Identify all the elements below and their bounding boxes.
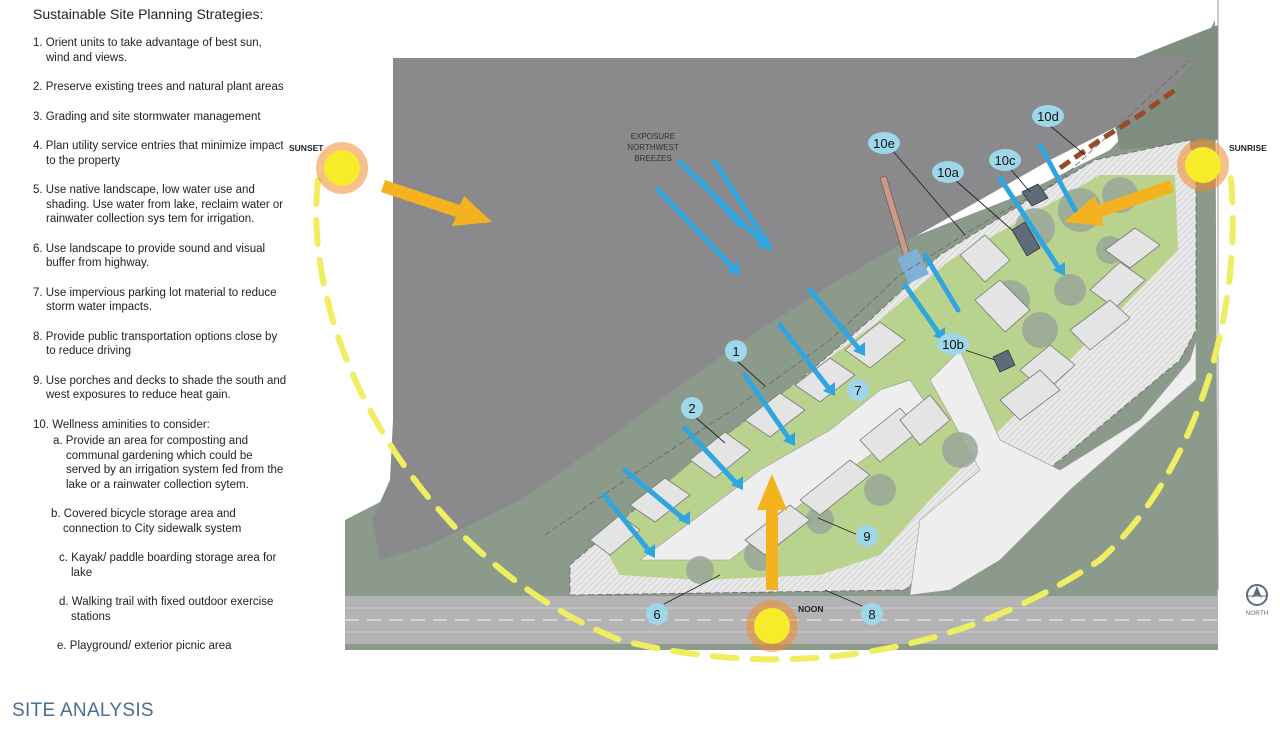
strategy-item: 8. Provide public transportation options… bbox=[33, 330, 278, 358]
callout-7: 7 bbox=[854, 383, 861, 398]
breeze-label: EXPOSURE NORTHWEST BREEZES bbox=[627, 132, 679, 163]
strategy-list: 1. Orient units to take advantage of bes… bbox=[33, 36, 288, 669]
sun-path-arc bbox=[313, 167, 1236, 663]
wellness-item: c. Kayak/ paddle boarding storage area f… bbox=[59, 552, 277, 579]
callout-10a: 10a bbox=[937, 165, 959, 180]
strategy-item: 1. Orient units to take advantage of bes… bbox=[33, 37, 262, 64]
callout-leaders bbox=[663, 123, 1086, 607]
wind-arrowheads bbox=[643, 235, 1065, 558]
sun-direction-arrows bbox=[381, 180, 1174, 590]
amenity-structures bbox=[992, 183, 1049, 373]
callout-1: 1 bbox=[732, 344, 739, 359]
north-arrow-icon bbox=[1246, 584, 1268, 606]
wellness-item: a. Provide an area for composting and co… bbox=[53, 435, 284, 491]
kayak-area bbox=[897, 248, 929, 284]
callout-bubbles bbox=[646, 105, 1064, 625]
svg-text:NORTHWEST: NORTHWEST bbox=[627, 143, 679, 152]
site-green-area bbox=[600, 175, 1178, 580]
north-label: NORTH bbox=[1246, 610, 1269, 617]
noon-sun-icon bbox=[746, 600, 798, 652]
callout-6: 6 bbox=[653, 607, 660, 622]
strategy-item: 4. Plan utility service entries that min… bbox=[33, 140, 284, 167]
site-parking bbox=[639, 339, 1197, 596]
callout-10e: 10e bbox=[873, 136, 895, 151]
wellness-item: d. Walking trail with fixed outdoor exer… bbox=[59, 596, 274, 623]
strategy-item: 6. Use landscape to provide sound and vi… bbox=[33, 242, 266, 270]
sunset-sun-icon bbox=[316, 142, 368, 194]
sunrise-sun-icon bbox=[1177, 139, 1229, 191]
strategy-item: 10. Wellness aminities to consider: bbox=[33, 418, 210, 431]
buildings bbox=[589, 227, 1161, 556]
callout-2: 2 bbox=[688, 401, 695, 416]
sunrise-label: SUNRISE bbox=[1229, 143, 1267, 153]
walking-trail bbox=[1058, 87, 1177, 171]
wind-arrows bbox=[601, 142, 1078, 555]
strategy-item: 5. Use native landscape, low water use a… bbox=[33, 184, 284, 225]
callout-9: 9 bbox=[863, 529, 870, 544]
svg-text:EXPOSURE: EXPOSURE bbox=[631, 132, 675, 141]
callout-labels: 1 2 6 7 8 9 10a 10b 10c 10d 10e bbox=[653, 109, 1058, 622]
page-title: SITE ANALYSIS bbox=[12, 700, 154, 721]
callout-10b: 10b bbox=[942, 337, 964, 352]
callout-8: 8 bbox=[868, 607, 875, 622]
strategies-heading: Sustainable Site Planning Strategies: bbox=[33, 6, 264, 22]
wellness-item: b. Covered bicycle storage area and conn… bbox=[51, 508, 242, 535]
callout-10c: 10c bbox=[995, 153, 1016, 168]
svg-text:BREEZES: BREEZES bbox=[634, 154, 671, 163]
callout-10d: 10d bbox=[1037, 109, 1059, 124]
noon-label: NOON bbox=[798, 604, 824, 614]
sunset-label: SUNSET bbox=[289, 143, 324, 153]
wellness-sub-list: a. Provide an area for composting and co… bbox=[33, 434, 288, 654]
wellness-item: e. Playground/ exterior picnic area bbox=[57, 640, 232, 652]
strategy-item: 9. Use porches and decks to shade the so… bbox=[33, 374, 287, 402]
strategy-item: 3. Grading and site stormwater managemen… bbox=[33, 110, 261, 123]
strategies-panel: Sustainable Site Planning Strategies: 1.… bbox=[0, 0, 300, 730]
strategy-item: 7. Use impervious parking lot material t… bbox=[33, 286, 277, 314]
lake bbox=[372, 58, 1196, 560]
strategy-item: 2. Preserve existing trees and natural p… bbox=[33, 81, 284, 93]
